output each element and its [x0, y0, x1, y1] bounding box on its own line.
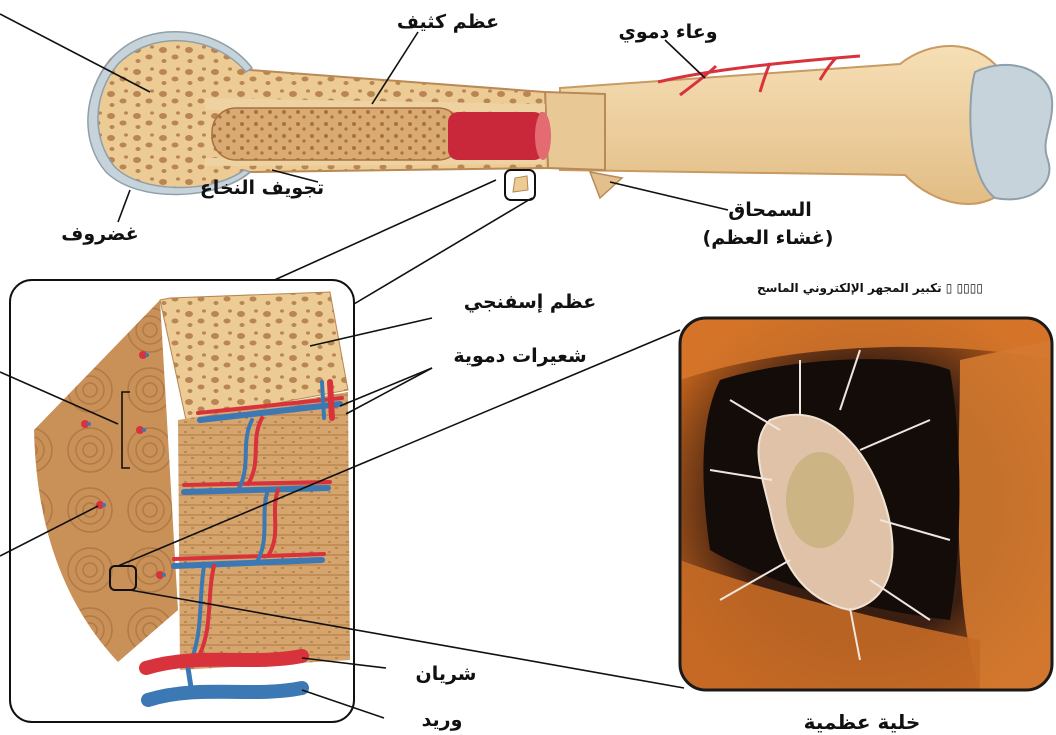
- label-artery: شريان: [416, 663, 477, 685]
- label-blood-vessel: وعاء دموي: [618, 21, 717, 44]
- cartilage-cap-right: [970, 65, 1052, 200]
- label-magnification: تكبير المجهر الإلكتروني الماسح ▯ ▯▯▯▯: [757, 281, 983, 296]
- label-periosteum: السمحاق: [728, 199, 812, 221]
- label-marrow-cavity: تجويف النخاع: [200, 177, 324, 199]
- label-periosteum-note: (غشاء العظم): [703, 227, 834, 249]
- red-marrow-cylinder: [448, 112, 544, 160]
- marrow-cavity: [212, 108, 462, 160]
- label-vein: وريد: [422, 709, 463, 731]
- red-marrow-end: [535, 112, 551, 160]
- label-cartilage: غضروف: [61, 223, 138, 245]
- osteocyte-micrograph: [680, 318, 1052, 690]
- label-compact-bone: عظم كثيف: [397, 11, 499, 33]
- periosteum-layer: [545, 92, 605, 170]
- bone-shaft: [560, 46, 1005, 204]
- label-capillaries: شعيرات دموية: [453, 345, 586, 367]
- periosteum-flap: [590, 172, 622, 198]
- label-spongy-bone: عظم إسفنجي: [464, 291, 597, 313]
- label-osteocyte: خلية عظمية: [804, 710, 921, 734]
